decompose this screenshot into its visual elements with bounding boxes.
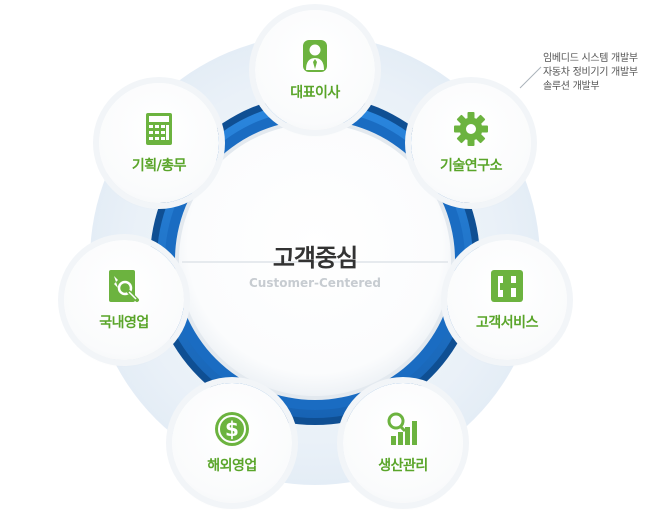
node-label: 생산관리	[378, 458, 428, 474]
phone-icon	[491, 270, 523, 302]
node-label: 기획/총무	[131, 158, 187, 174]
inner-disc	[179, 124, 451, 396]
node-ceo[interactable]: 대표이사	[255, 10, 375, 130]
dollar-coin-icon: $	[215, 412, 249, 446]
node-overseas-sales[interactable]: $ 해외영업	[172, 383, 292, 503]
node-label: 대표이사	[290, 85, 340, 101]
node-label: 고객서비스	[476, 315, 538, 331]
center-subtitle: Customer-Centered	[248, 276, 382, 290]
node-domestic-sales[interactable]: 국내영업	[64, 240, 184, 360]
note-line: 임베디드 시스템 개발부	[543, 53, 638, 64]
node-production[interactable]: 생산관리	[343, 383, 463, 503]
node-rnd[interactable]: 기술연구소	[411, 83, 531, 203]
note-line: 솔루션 개발부	[543, 81, 600, 92]
node-customer-service[interactable]: 고객서비스	[447, 240, 567, 360]
calculator-icon	[146, 113, 172, 145]
node-planning[interactable]: 기획/총무	[99, 83, 219, 203]
note-pointer-line	[519, 66, 542, 89]
node-label: 해외영업	[207, 458, 257, 474]
node-label: 기술연구소	[440, 158, 502, 174]
rnd-subdivisions-note: 임베디드 시스템 개발부 자동차 정비기기 개발부 솔루션 개발부	[543, 52, 658, 94]
note-line: 자동차 정비기기 개발부	[543, 67, 638, 78]
document-magnifier-icon	[109, 270, 139, 302]
gear-icon	[454, 112, 488, 146]
center-title: 고객중심	[272, 244, 358, 272]
bar-chart-magnifier-icon	[387, 412, 417, 445]
node-label: 국내영업	[99, 315, 149, 331]
svg-text:$: $	[225, 417, 239, 441]
person-tie-icon	[303, 40, 327, 72]
